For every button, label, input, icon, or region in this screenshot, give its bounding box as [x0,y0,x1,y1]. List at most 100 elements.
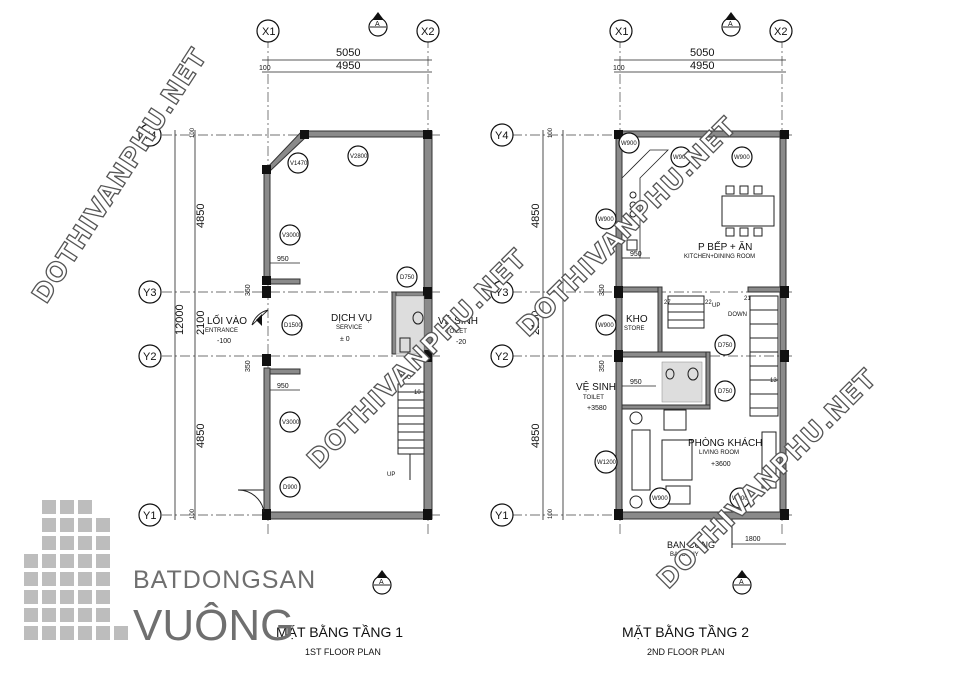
svg-text:+3600: +3600 [711,461,731,468]
svg-text:4850: 4850 [530,424,542,448]
entrance-label: LỐI VÀO [207,313,247,327]
svg-text:W900: W900 [673,155,689,161]
tag-w900-c: W900 [731,146,753,168]
svg-text:13: 13 [770,378,777,384]
svg-text:D1500: D1500 [284,323,302,329]
grid-bubble-y4: Y4 [138,123,162,147]
svg-text:BALCONY: BALCONY [670,552,699,558]
svg-text:4950: 4950 [690,60,714,72]
svg-text:100: 100 [613,65,625,72]
section-marker-bottom: A [372,570,392,595]
tag-v3000-bottom: V3000 [279,411,301,433]
balcony-label: BAN CÔNG [667,540,715,550]
svg-text:W1200: W1200 [597,460,617,466]
stair-down-label: DOWN [728,312,747,318]
svg-text:+3580: +3580 [587,405,607,412]
service-label: DỊCH VỤ [331,313,372,324]
floor-2-title: MẶT BẰNG TẦNG 2 [622,623,749,640]
svg-text:-100: -100 [217,338,231,345]
svg-text:W900: W900 [621,141,637,147]
site-logo: BATDONGSAN VUÔNG [24,500,316,650]
svg-text:SERVICE: SERVICE [336,325,362,331]
svg-text:Y1: Y1 [143,510,156,522]
grid-bubble-x2-f2: X2 [769,19,793,43]
svg-text:A: A [375,21,380,28]
svg-text:X1: X1 [262,26,275,38]
floor-1-plan: X1 X2 Y4 Y3 Y2 Y1 A A 5050 4950 100 1200… [138,12,478,657]
grid-bubble-y2-f2: Y2 [490,344,514,368]
svg-text:4950: 4950 [336,60,360,72]
svg-text:100: 100 [548,508,554,519]
svg-text:2100: 2100 [195,311,207,335]
svg-text:Y4: Y4 [143,130,156,142]
logo-line-1: BATDONGSAN [133,566,316,594]
svg-text:5050: 5050 [336,47,360,59]
tag-w900-f: W900 [649,487,671,509]
svg-text:350: 350 [245,360,252,372]
svg-text:4850: 4850 [530,204,542,228]
grid-bubble-x1: X1 [256,19,280,43]
svg-text:350: 350 [599,284,606,296]
tag-w900-e: W900 [595,314,617,336]
tag-w1200: W1200 [594,450,618,474]
svg-text:12000: 12000 [174,304,186,335]
svg-text:5050: 5050 [690,47,714,59]
grid-bubble-y1-f2: Y1 [490,503,514,527]
svg-text:V3000: V3000 [282,420,300,426]
svg-text:W900: W900 [732,496,748,502]
grid-bubble-y3: Y3 [138,280,162,304]
section-marker-top-f2: A [721,12,741,37]
svg-text:W900: W900 [598,217,614,223]
tag-v2800: V2800 [347,145,369,167]
svg-text:± 0: ± 0 [340,336,350,343]
svg-text:1800: 1800 [745,536,761,543]
svg-text:W900: W900 [652,496,668,502]
svg-text:V3000: V3000 [282,233,300,239]
svg-text:W900: W900 [598,323,614,329]
svg-text:100: 100 [190,127,196,138]
svg-text:-20: -20 [456,339,466,346]
svg-text:100: 100 [190,508,196,519]
svg-text:D750: D750 [400,275,415,281]
svg-text:KITCHEN+DINING ROOM: KITCHEN+DINING ROOM [684,254,755,260]
kitchen-label: P BẾP + ĂN [698,240,752,253]
svg-text:D750: D750 [718,389,733,395]
svg-text:ENTRANCE: ENTRANCE [205,328,238,334]
logo-line-2: VUÔNG [133,600,294,650]
svg-text:V2800: V2800 [350,154,368,160]
svg-text:100: 100 [259,65,271,72]
svg-text:950: 950 [277,383,289,390]
tag-v1470: V1470 [287,152,309,174]
svg-text:Y2: Y2 [143,351,156,363]
svg-text:Y3: Y3 [143,287,156,299]
stair-up-label: UP [387,472,395,478]
tag-w900-g: W900 [729,487,751,509]
tag-v3000-top: V3000 [279,224,301,246]
svg-text:10: 10 [414,390,421,396]
svg-text:A: A [379,579,384,586]
svg-text:950: 950 [630,251,642,258]
tag-w900-d: W900 [595,208,617,230]
svg-text:Y3: Y3 [495,287,508,299]
svg-text:350: 350 [599,360,606,372]
svg-text:X2: X2 [421,26,434,38]
stair-up-label-f2: UP [712,303,720,309]
svg-text:X1: X1 [615,26,628,38]
svg-text:22: 22 [705,300,712,306]
svg-text:STORE: STORE [624,326,645,332]
svg-text:LIVING ROOM: LIVING ROOM [699,450,739,456]
grid-bubble-x2: X2 [416,19,440,43]
toilet-2-label: VỆ SINH [576,380,616,393]
svg-text:4850: 4850 [195,424,207,448]
floor-2-plan: X1 X2 Y4 Y3 Y2 Y1 A A 5050 4950 100 4850… [490,12,795,657]
store-label: KHO [626,314,648,325]
svg-text:DOTHIVANPHU.NET: DOTHIVANPHU.NET [27,43,214,309]
grid-bubble-y1: Y1 [138,503,162,527]
svg-text:W900: W900 [734,155,750,161]
living-room-label: PHÒNG KHÁCH [688,436,762,449]
svg-text:2100: 2100 [530,311,542,335]
tag-d1500: D1500 [281,314,303,336]
floor-2-subtitle: 2ND FLOOR PLAN [647,647,725,657]
svg-text:100: 100 [548,127,554,138]
floor-1-subtitle: 1ST FLOOR PLAN [305,647,381,657]
